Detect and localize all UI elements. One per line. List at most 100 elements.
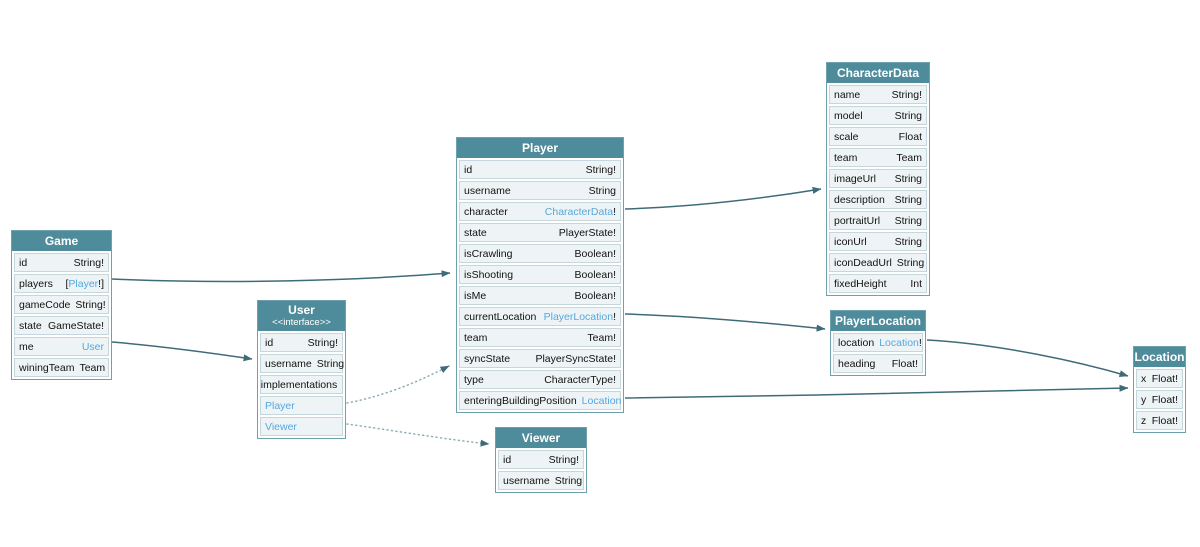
row-player-team[interactable]: team Team! [459, 328, 621, 347]
type-text: PlayerState! [558, 226, 616, 239]
row-game-players[interactable]: players[Player!] [14, 274, 109, 293]
type-link[interactable]: Player [265, 399, 295, 412]
field-name: state [464, 226, 487, 239]
entity-user-header[interactable]: User<<interface>> [258, 301, 345, 331]
field-name: id [464, 163, 473, 176]
type-text: String [896, 256, 925, 269]
field-type: GameState! [48, 320, 104, 332]
field-type: String! [308, 337, 338, 349]
arrow-player-enteringbuildingposition-to-location [624, 384, 1129, 399]
type-text: String! [75, 298, 106, 311]
entity-viewer-header[interactable]: Viewer [496, 428, 586, 448]
type-link[interactable]: CharacterData [544, 205, 614, 218]
field-name: imageUrl [834, 172, 877, 185]
type-link[interactable]: Location [879, 336, 919, 349]
type-link[interactable]: Location [581, 394, 622, 407]
entity-title: User [288, 303, 315, 317]
row-user-viewer[interactable]: Viewer [260, 417, 343, 436]
type-text: ! [918, 336, 922, 349]
entity-title: Player [521, 140, 559, 155]
type-text: String! [307, 336, 338, 349]
type-text: !] [98, 277, 104, 290]
type-text: String [316, 357, 345, 370]
field-name: character [464, 205, 508, 218]
field-name: username [265, 357, 312, 370]
type-text: String! [548, 453, 579, 466]
row-user-player[interactable]: Player [260, 396, 343, 415]
entity-player-header[interactable]: Player [457, 138, 623, 158]
field-type: CharacterData! [545, 206, 616, 218]
entity-title: Game [44, 233, 79, 248]
type-text: Float [898, 130, 922, 143]
type-text: ! [613, 310, 616, 323]
entity-location-header[interactable]: Location [1134, 347, 1185, 367]
entity-characterdata-header[interactable]: CharacterData [827, 63, 929, 83]
row-player-enteringbuildingposition[interactable]: enteringBuildingPosition Location [459, 391, 621, 410]
field-type: String! [74, 257, 104, 269]
type-text: Boolean! [574, 268, 616, 281]
type-link[interactable]: PlayerLocation [543, 310, 614, 323]
row-game-me[interactable]: me User [14, 337, 109, 356]
row-game-state[interactable]: state GameState! [14, 316, 109, 335]
row-game-id[interactable]: id String! [14, 253, 109, 272]
row-characterdata-imageurl[interactable]: imageUrl String [829, 169, 927, 188]
type-text: Team [896, 151, 922, 164]
field-name: me [19, 340, 34, 353]
field-name: description [834, 193, 885, 206]
type-link[interactable]: Player [68, 277, 99, 290]
arrow-game-players-to-player [111, 270, 451, 283]
field-name: team [464, 331, 488, 344]
field-name: type [464, 373, 484, 386]
row-player-state[interactable]: state PlayerState! [459, 223, 621, 242]
row-user-username[interactable]: username String [260, 354, 345, 373]
type-text: String [894, 109, 922, 122]
field-name: portraitUrl [834, 214, 881, 227]
type-text: Team! [587, 331, 616, 344]
type-link[interactable]: Viewer [265, 420, 297, 433]
entity-game-header[interactable]: Game [12, 231, 111, 251]
field-type: Float [899, 131, 922, 143]
type-link[interactable]: User [81, 340, 104, 353]
field-name: players [19, 277, 53, 290]
field-type: String [555, 475, 582, 487]
row-user-implementations[interactable]: implementations [260, 375, 343, 394]
type-text: String! [73, 256, 104, 269]
field-name: state [19, 319, 42, 332]
field-name: z [1141, 414, 1147, 427]
entity-playerlocation-header[interactable]: PlayerLocation [831, 311, 925, 331]
row-player-character[interactable]: character CharacterData! [459, 202, 621, 221]
field-name: id [19, 256, 28, 269]
field-name: enteringBuildingPosition [464, 394, 577, 407]
type-text: String [894, 172, 922, 185]
